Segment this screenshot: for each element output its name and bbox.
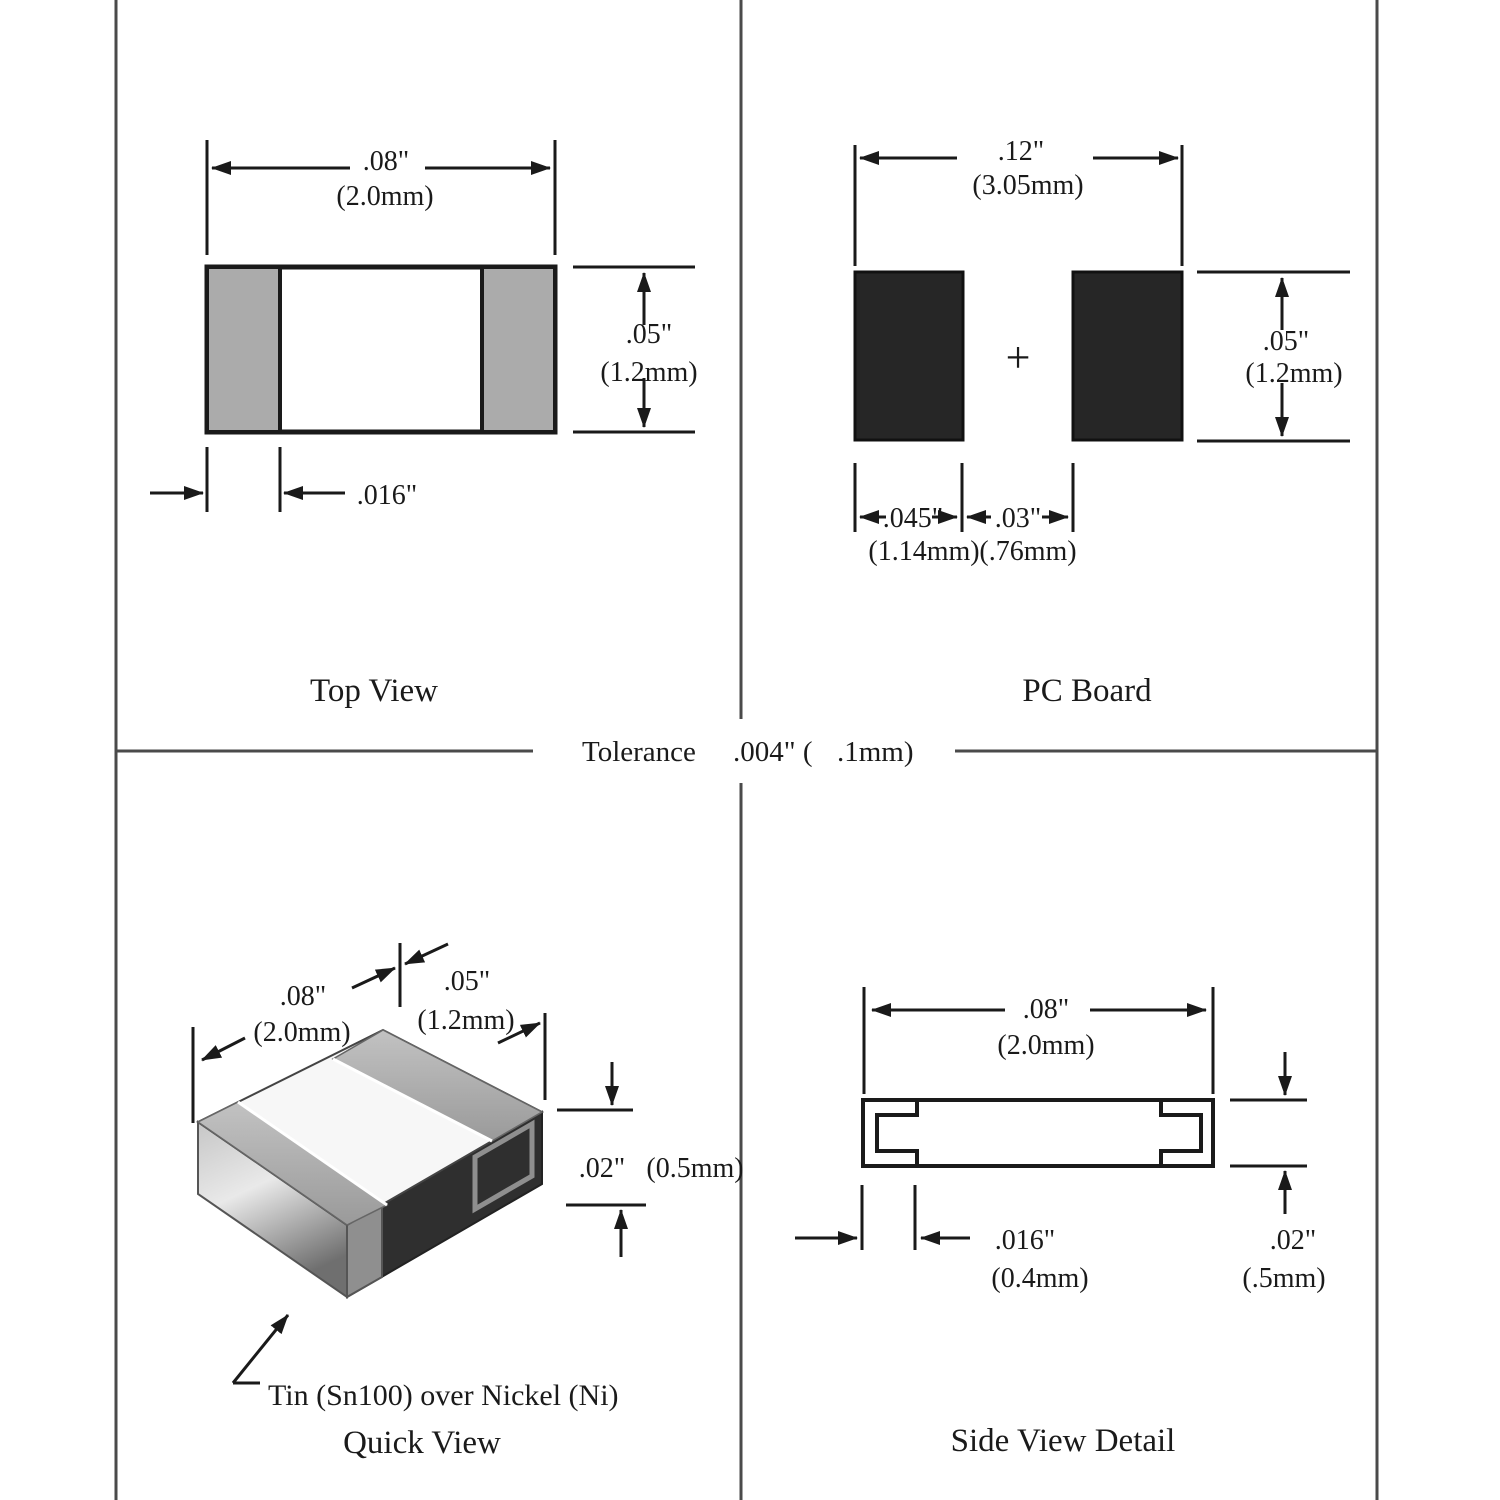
side-view-left-terminal-profile: [875, 1102, 919, 1164]
tolerance-label: Tolerance: [582, 736, 696, 768]
pc-board-title: PC Board: [1022, 673, 1152, 709]
pc-board-span-mm: (3.05mm): [972, 170, 1083, 201]
top-view-height-inch: .05": [626, 319, 672, 350]
tolerance-mm-value: .1mm): [837, 736, 914, 768]
tolerance-note: Tolerance .004" ( .1mm): [582, 736, 914, 768]
quadrant-frame: [114, 0, 1379, 1500]
pc-board-height-mm: (1.2mm): [1245, 358, 1342, 389]
quick-view-length-dimension: .08" (2.0mm): [191, 981, 351, 1123]
side-view-length-inch: .08": [1023, 994, 1069, 1025]
quick-view-length-mm: (2.0mm): [253, 1017, 350, 1048]
quick-view-width-inch: .05": [444, 966, 490, 997]
side-view-length-dimension: .08" (2.0mm): [862, 987, 1215, 1094]
pc-board-gap-mm: (.76mm): [979, 536, 1076, 567]
chip3d-right-terminal-profile: [472, 1119, 535, 1214]
quick-view-height-mm: (0.5mm): [646, 1153, 743, 1184]
side-view-terminal-dimension: .016" (0.4mm): [795, 1185, 1089, 1294]
top-view-width-dimension: .08" (2.0mm): [205, 140, 557, 255]
top-view-terminal-inch: .016": [357, 480, 417, 511]
quick-view-length-inch: .08": [280, 981, 326, 1012]
side-view-length-mm: (2.0mm): [997, 1030, 1094, 1061]
side-view-title: Side View Detail: [951, 1423, 1176, 1459]
side-view-terminal-inch: .016": [995, 1225, 1055, 1256]
side-view-height-dimension: .02" (.5mm): [1230, 1052, 1326, 1294]
top-view-height-mm: (1.2mm): [600, 357, 697, 388]
pc-board-height-inch: .05": [1263, 326, 1309, 357]
pc-board-pad-gap-dimensions: .045" .03" (1.14mm) (.76mm): [853, 463, 1077, 567]
side-view-height-inch: .02": [1270, 1225, 1316, 1256]
pc-board-height-dimension: .05" (1.2mm): [1197, 270, 1350, 443]
pc-board-gap-inch: .03": [995, 503, 1041, 534]
top-view-height-dimension: .05" (1.2mm): [573, 265, 698, 434]
side-view-quadrant: .08" (2.0mm) .016" (0.4mm) .02" (.5mm) S…: [795, 987, 1326, 1459]
side-view-body-outline: [861, 1098, 1215, 1168]
left-pad: [853, 270, 965, 442]
quick-view-quadrant: .08" (2.0mm) .05" (1.2mm) .02" (0.5mm): [191, 942, 744, 1461]
side-view-terminal-mm: (0.4mm): [991, 1263, 1088, 1294]
pc-board-quadrant: + .12" (3.05mm) .05" (1.2mm): [853, 136, 1350, 709]
chip-right-terminal: [480, 265, 557, 434]
top-view-title: Top View: [310, 673, 438, 709]
quick-view-width-dimension: .05" (1.2mm): [351, 942, 547, 1100]
chip-left-terminal: [205, 265, 282, 434]
right-pad: [1071, 270, 1184, 442]
quick-view-height-dimension: .02" (0.5mm): [557, 1062, 744, 1257]
tolerance-inch-value: .004" (: [733, 736, 813, 768]
top-view-width-mm: (2.0mm): [336, 181, 433, 212]
pc-board-pad-mm: (1.14mm): [868, 536, 979, 567]
chip-3d-illustration: [196, 1028, 545, 1299]
quick-view-width-mm: (1.2mm): [417, 1005, 514, 1036]
top-view-terminal-dimension: .016": [150, 447, 417, 512]
chip3d-band-highlight-right: [332, 1057, 493, 1143]
pc-board-span-dimension: .12" (3.05mm): [853, 136, 1184, 266]
pc-board-pad-inch: .045": [883, 503, 943, 534]
plating-note: Tin (Sn100) over Nickel (Ni): [231, 1314, 619, 1412]
quick-view-title: Quick View: [343, 1425, 501, 1461]
side-view-height-mm: (.5mm): [1242, 1263, 1325, 1294]
center-plus-marker: +: [1006, 333, 1031, 382]
quick-view-height-inch: .02": [579, 1153, 625, 1184]
side-view-right-terminal-profile: [1159, 1102, 1203, 1164]
pc-board-span-inch: .12": [998, 136, 1044, 167]
top-view-quadrant: .08" (2.0mm) .05" (1.2mm) .016" Top View: [150, 140, 698, 709]
top-view-width-inch: .08": [363, 146, 409, 177]
chip3d-band-highlight-left: [237, 1100, 388, 1207]
plating-note-text: Tin (Sn100) over Nickel (Ni): [268, 1379, 619, 1412]
